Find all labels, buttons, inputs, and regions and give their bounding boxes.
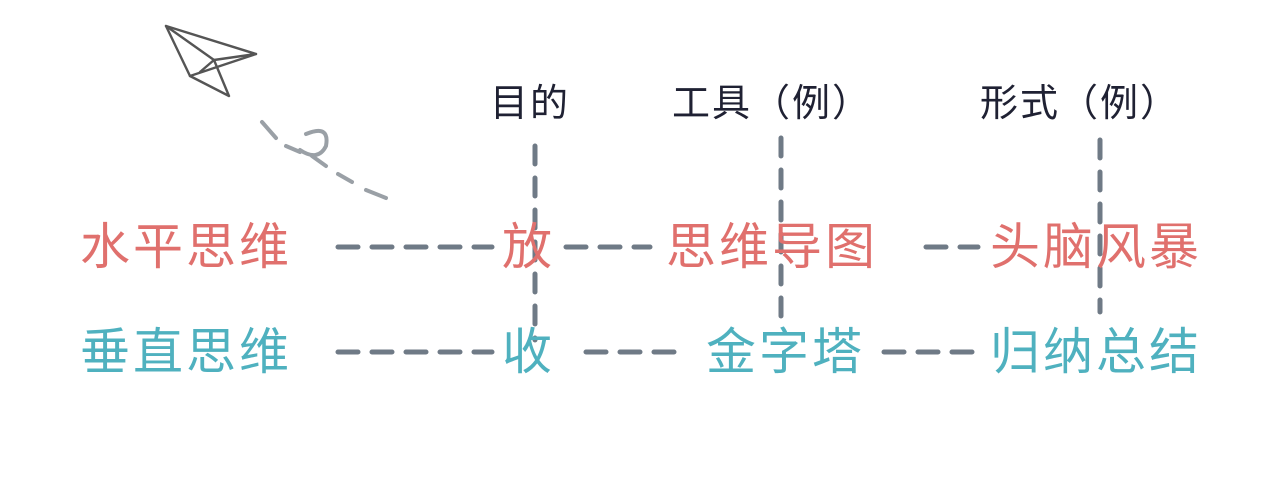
vertical-form-value: 归纳总结 xyxy=(990,327,1202,377)
horizontal-connectors xyxy=(338,247,978,352)
vertical-purpose-value: 收 xyxy=(502,327,555,377)
header-tool: 工具（例） xyxy=(672,84,872,122)
header-purpose: 目的 xyxy=(490,84,570,122)
horizontal-thinking-label: 水平思维 xyxy=(80,222,292,272)
vertical-tool-value: 金字塔 xyxy=(706,327,865,377)
horizontal-form-value: 头脑风暴 xyxy=(990,222,1202,272)
paper-plane-icon xyxy=(166,26,256,96)
horizontal-tool-value: 思维导图 xyxy=(666,222,878,272)
horizontal-purpose-value: 放 xyxy=(502,222,555,272)
vertical-thinking-label: 垂直思维 xyxy=(80,327,292,377)
header-form: 形式（例） xyxy=(980,84,1180,122)
plane-trail xyxy=(262,122,386,198)
